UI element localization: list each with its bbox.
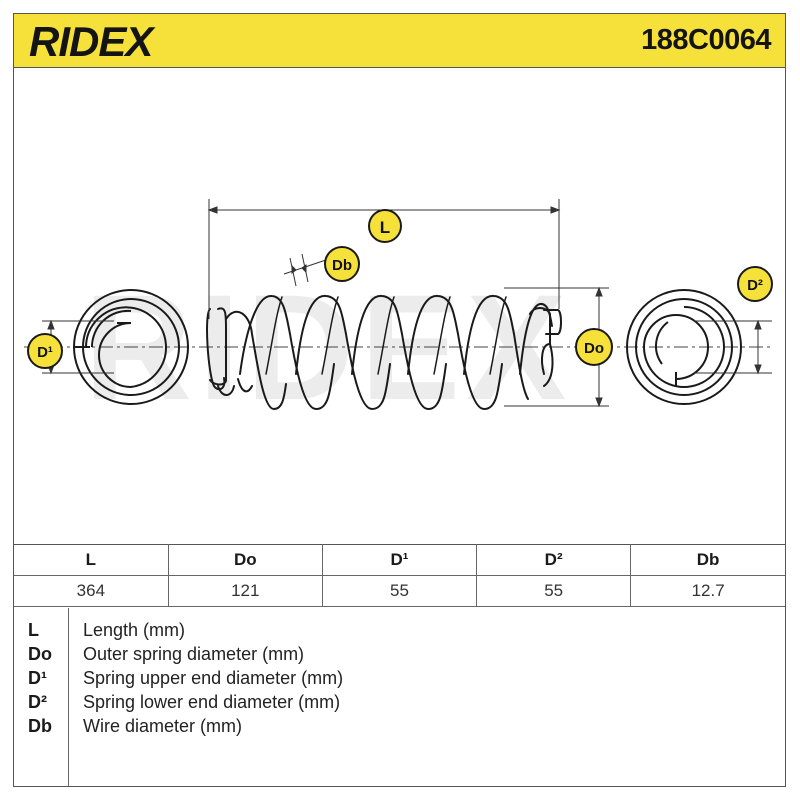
- spec-value-lower-diameter: 55: [476, 575, 632, 607]
- legend-item: D¹ Spring upper end diameter (mm): [14, 668, 785, 692]
- drawing-sheet: RIDEX 188C0064 RIDEX: [13, 13, 786, 787]
- badge-wire-diameter: Db: [324, 246, 360, 282]
- spec-header-lower-diameter: D²: [476, 544, 632, 576]
- badge-outer-diameter: Do: [575, 328, 613, 366]
- spec-table: L Do D¹ D² Db 364 121 55 55 12.7: [14, 544, 785, 607]
- legend-text: Outer spring diameter (mm): [83, 644, 305, 664]
- legend-item: D² Spring lower end diameter (mm): [14, 692, 785, 716]
- legend-symbol: Do: [28, 644, 52, 664]
- legend-symbol: D¹: [28, 668, 47, 688]
- legend-symbol: L: [28, 620, 39, 640]
- svg-text:Db: Db: [332, 257, 352, 274]
- spec-value-length: 364: [14, 575, 169, 607]
- legend-symbol: D²: [28, 692, 47, 712]
- svg-text:Do: Do: [584, 340, 604, 357]
- spec-header-upper-diameter: D¹: [321, 544, 478, 576]
- legend-text: Length (mm): [83, 620, 186, 640]
- header-bar: RIDEX 188C0064: [14, 14, 785, 68]
- spec-header-length: L: [14, 544, 169, 576]
- length-dimension: [207, 199, 561, 319]
- spring-drawing: RIDEX: [24, 199, 774, 431]
- part-number: 188C0064: [641, 24, 771, 56]
- spec-value-wire-diameter: 12.7: [630, 575, 785, 607]
- wire-diameter-dimension: [283, 253, 333, 287]
- lower-diameter-dimension: [694, 319, 772, 375]
- svg-text:RIDEX: RIDEX: [29, 18, 156, 62]
- spec-value-outer-diameter: 121: [167, 575, 323, 607]
- legend: L Length (mm) Do Outer spring diameter (…: [14, 608, 785, 786]
- badge-lower-diameter: D²: [737, 266, 773, 302]
- legend-symbol: Db: [28, 716, 52, 736]
- svg-text:L: L: [380, 218, 390, 237]
- legend-divider: [68, 608, 69, 786]
- legend-text: Wire diameter (mm): [83, 716, 243, 736]
- svg-text:D²: D²: [747, 277, 763, 294]
- spec-header-row: L Do D¹ D² Db: [14, 544, 785, 576]
- legend-item: Db Wire diameter (mm): [14, 716, 785, 740]
- spec-value-upper-diameter: 55: [321, 575, 478, 607]
- spec-value-row: 364 121 55 55 12.7: [14, 575, 785, 607]
- spec-header-wire-diameter: Db: [630, 544, 785, 576]
- badge-upper-diameter: D¹: [27, 333, 63, 369]
- legend-item: Do Outer spring diameter (mm): [14, 644, 785, 668]
- legend-text: Spring upper end diameter (mm): [83, 668, 344, 688]
- upper-end-view: [73, 289, 189, 405]
- svg-text:D¹: D¹: [37, 344, 53, 361]
- spring-side-view: [206, 294, 562, 410]
- spec-header-outer-diameter: Do: [167, 544, 323, 576]
- badge-length: L: [368, 209, 402, 243]
- brand-logo: RIDEX: [29, 18, 209, 67]
- lower-end-view: [626, 289, 742, 405]
- legend-text: Spring lower end diameter (mm): [83, 692, 341, 712]
- legend-item: L Length (mm): [14, 620, 785, 644]
